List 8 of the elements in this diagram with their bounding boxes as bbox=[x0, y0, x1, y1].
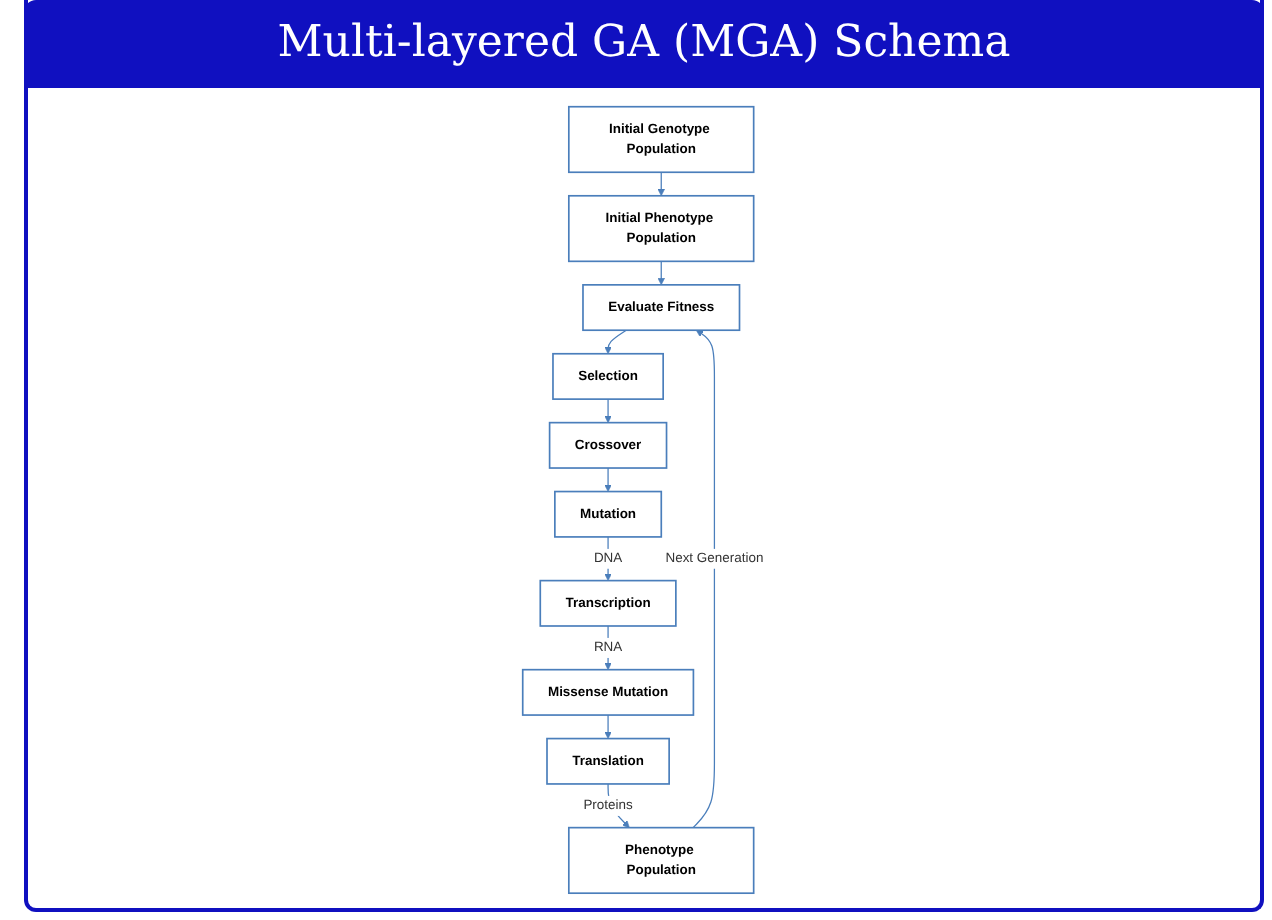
arrow bbox=[658, 171, 666, 197]
arrow bbox=[605, 467, 613, 492]
arrow bbox=[658, 260, 666, 286]
arrow bbox=[605, 398, 613, 423]
title-banner: Multi-layered GA (MGA) Schema bbox=[24, 0, 1264, 88]
arrow bbox=[605, 714, 613, 739]
arrow bbox=[605, 329, 628, 355]
arrow bbox=[693, 329, 716, 829]
